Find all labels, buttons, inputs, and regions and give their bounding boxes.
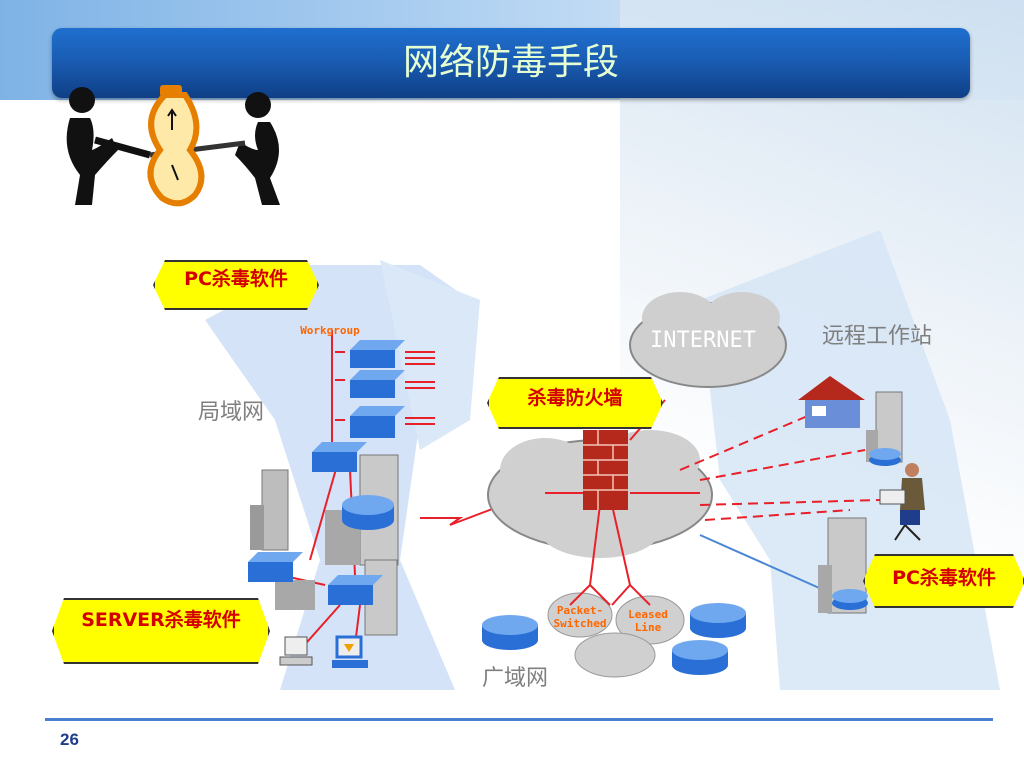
house-icon — [798, 376, 865, 428]
building-icon — [250, 469, 289, 551]
router-icon — [482, 615, 538, 650]
router-icon — [672, 640, 728, 675]
lan-label: 局域网 — [198, 400, 265, 425]
callout-text: SERVER杀毒软件 — [81, 609, 241, 631]
callout-text: 杀毒防火墙 — [527, 387, 623, 409]
switch-icon — [312, 442, 367, 472]
leased-line-label: Leased Line — [628, 608, 668, 634]
title-bar: 网络防毒手段 — [52, 28, 970, 98]
switch-icon — [328, 575, 383, 605]
pc-antivirus-callout-right: PC杀毒软件 — [863, 554, 1024, 608]
footer-divider — [45, 718, 993, 721]
workgroup-label: Workgroup — [300, 324, 360, 337]
switch-icon — [248, 552, 303, 582]
firewall-icon — [583, 430, 628, 510]
wan-arrows — [569, 584, 651, 606]
wan-label: 广域网 — [482, 666, 549, 691]
callout-text: PC杀毒软件 — [892, 567, 996, 589]
page-number: 26 — [60, 730, 79, 749]
server-antivirus-callout: SERVER杀毒软件 — [52, 598, 270, 664]
building-icon — [275, 559, 398, 636]
remote-blue-link — [699, 534, 836, 596]
wan-cloud-icon — [547, 592, 685, 678]
packet-switched-label: Packet-Switched — [553, 604, 607, 630]
router-icon — [869, 448, 901, 466]
internet-label: INTERNET — [650, 328, 756, 353]
lan-backdrop-shape — [380, 260, 480, 450]
router-icon — [690, 603, 746, 638]
router-icon — [342, 495, 394, 530]
tug-of-war-clip-art — [66, 85, 280, 207]
slide-title: 网络防毒手段 — [402, 42, 619, 83]
pc-antivirus-callout-left: PC杀毒软件 — [153, 260, 319, 310]
switch-icon — [350, 370, 405, 398]
router-icon — [832, 589, 868, 610]
switch-icon — [350, 406, 405, 438]
callout-text: PC杀毒软件 — [184, 268, 288, 290]
internet-cloud-icon — [629, 292, 787, 388]
pc-icon — [279, 636, 313, 666]
firewall-antivirus-callout: 杀毒防火墙 — [487, 377, 663, 429]
person-at-desk-icon — [879, 463, 925, 541]
remote-workstation-label: 远程工作站 — [822, 324, 933, 349]
switch-icon — [350, 340, 405, 368]
pc-icon — [332, 635, 368, 668]
remote-dashed-links — [679, 414, 881, 521]
